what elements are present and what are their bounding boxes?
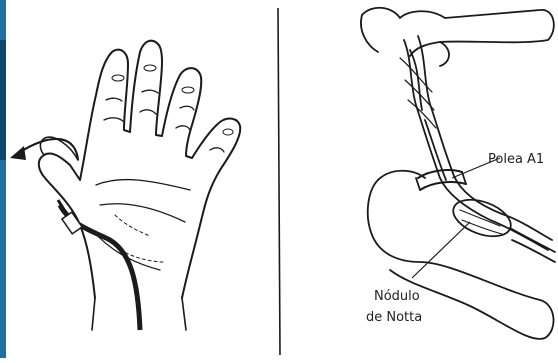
panel-divider — [278, 8, 280, 355]
left-edge-strip — [0, 0, 6, 358]
nodule-label-line2: de Notta — [366, 310, 422, 325]
nodule-label-line1: Nódulo — [374, 289, 420, 304]
nodule-leader-line — [412, 222, 470, 278]
curved-arrow-icon — [10, 139, 78, 160]
injection-device — [58, 200, 140, 330]
hand-illustration — [39, 41, 240, 330]
pulley-label: Polea A1 — [488, 152, 544, 167]
